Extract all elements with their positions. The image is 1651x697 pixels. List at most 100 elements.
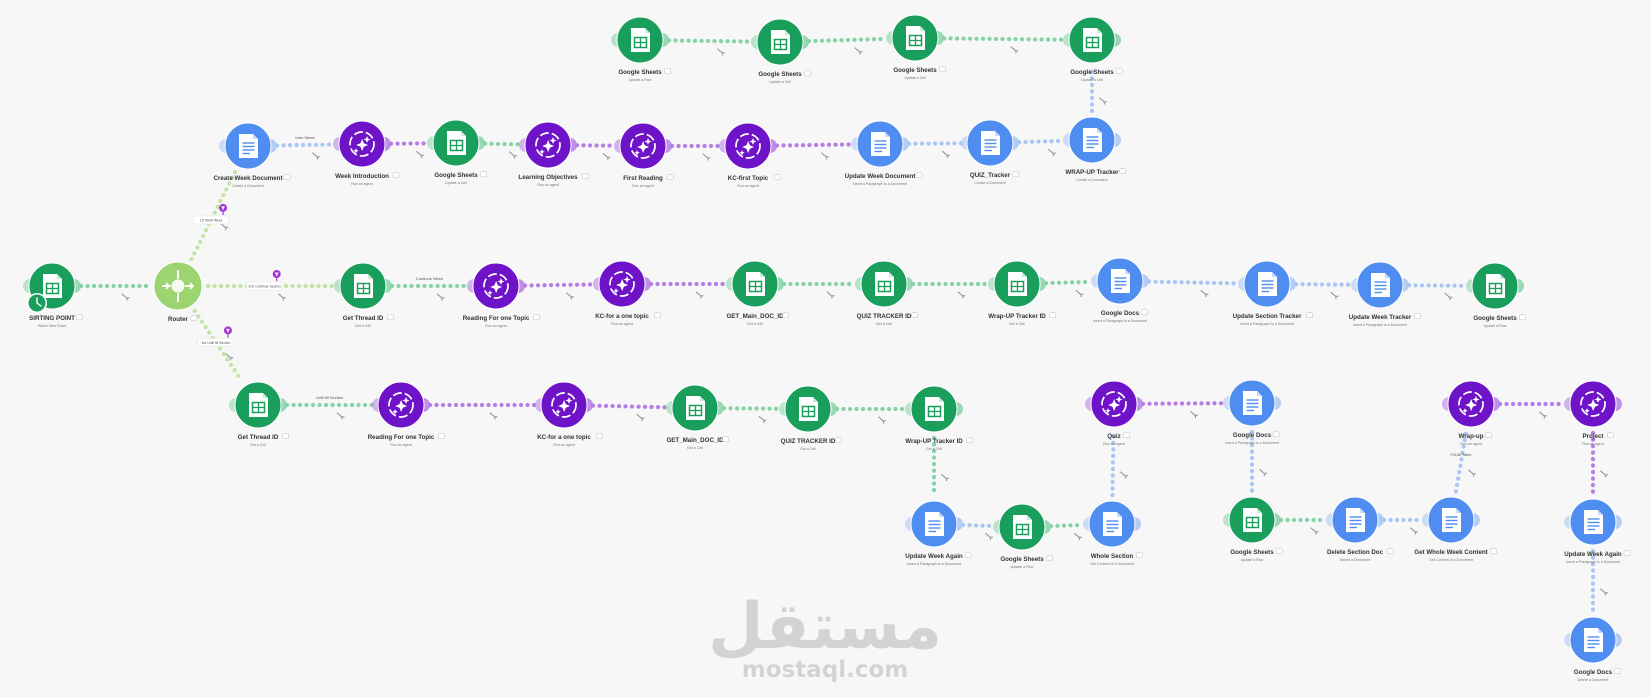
wrench-icon[interactable]	[1074, 532, 1083, 541]
wrench-icon[interactable]	[1330, 291, 1339, 300]
route-filter[interactable]: 3rd Until fill Section	[197, 326, 235, 347]
wrench-icon[interactable]	[1010, 46, 1019, 54]
link-router-b1[interactable]	[192, 308, 244, 384]
wrench-icon[interactable]	[416, 150, 425, 159]
link-s1-s2[interactable]	[666, 38, 754, 56]
link-q11-q12[interactable]	[1590, 548, 1609, 614]
filter-pin-icon[interactable]	[272, 270, 281, 281]
wrench-icon[interactable]	[695, 291, 704, 299]
wrench-icon[interactable]	[220, 222, 229, 231]
link-label[interactable]: Fill All Table	[1450, 452, 1472, 457]
link-m7-m8[interactable]	[1146, 279, 1241, 298]
link-b3-b4[interactable]	[590, 403, 669, 422]
link-b6-q1[interactable]	[931, 435, 950, 498]
wrench-icon[interactable]	[878, 416, 887, 424]
wrench-icon[interactable]	[312, 152, 321, 160]
wrench-icon[interactable]	[1200, 289, 1209, 298]
link-m8-m9[interactable]	[1293, 282, 1354, 300]
wrench-icon[interactable]	[1539, 411, 1548, 419]
wrench-icon[interactable]	[1099, 97, 1108, 105]
wrench-icon[interactable]	[758, 415, 767, 424]
wrench-icon[interactable]	[278, 293, 287, 301]
link-r8-r9[interactable]	[1016, 138, 1066, 157]
wrench-icon[interactable]	[225, 353, 234, 361]
link-r9-s4[interactable]	[1089, 66, 1108, 114]
wrench-icon[interactable]	[121, 293, 130, 301]
wrench-icon[interactable]	[941, 473, 950, 482]
wrench-icon[interactable]	[489, 412, 498, 420]
filter-pin-icon[interactable]	[223, 326, 232, 338]
wrench-icon[interactable]	[1048, 148, 1057, 157]
filter-pin-icon[interactable]	[219, 203, 228, 215]
link-q6-q7[interactable]	[1278, 517, 1329, 535]
route-filter[interactable]: 1st NEW Week	[192, 203, 230, 225]
link-r7-r8[interactable]	[906, 141, 964, 159]
wrench-icon[interactable]	[1190, 410, 1199, 419]
link-q5-q6[interactable]	[1249, 429, 1268, 494]
link-q2-q3[interactable]	[1048, 522, 1086, 541]
wrench-icon[interactable]	[1600, 588, 1609, 596]
link-b1-b2[interactable]	[284, 402, 375, 420]
module-router[interactable]: Router	[153, 261, 203, 323]
wrench-icon[interactable]	[1310, 527, 1319, 535]
link-q8-q9[interactable]	[1453, 430, 1477, 494]
link-q7-q8[interactable]	[1381, 517, 1425, 535]
link-q10-q11[interactable]	[1590, 430, 1609, 496]
wrench-icon[interactable]	[1468, 469, 1477, 477]
wrench-icon[interactable]	[636, 413, 645, 422]
wrench-icon[interactable]	[1444, 292, 1453, 301]
wrench-icon[interactable]	[826, 291, 835, 299]
wrench-icon[interactable]	[602, 152, 611, 161]
link-r4-r5[interactable]	[574, 143, 617, 161]
link-s2-s3[interactable]	[806, 36, 889, 55]
wrench-icon[interactable]	[854, 47, 863, 55]
wrench-icon[interactable]	[1410, 527, 1419, 535]
link-r2-r3[interactable]	[388, 141, 430, 159]
wrench-icon[interactable]	[985, 532, 994, 541]
link-router-r1[interactable]	[189, 169, 238, 262]
link-m5-m6[interactable]	[910, 281, 991, 299]
route-filter[interactable]: 2nd Continue Section	[246, 270, 283, 291]
link-r1-r2[interactable]	[274, 142, 336, 160]
wrench-icon[interactable]	[509, 151, 518, 159]
link-q3-q4[interactable]	[1110, 430, 1129, 498]
link-m9-m10[interactable]	[1406, 283, 1469, 301]
link-q9-q10[interactable]	[1497, 401, 1567, 419]
link-label[interactable]: Intro Week	[295, 135, 314, 140]
link-q4-q5[interactable]	[1140, 401, 1226, 419]
link-m4-m5[interactable]	[781, 281, 858, 299]
wrench-icon[interactable]	[1259, 468, 1268, 477]
link-label[interactable]: Until fill Section	[316, 395, 343, 400]
